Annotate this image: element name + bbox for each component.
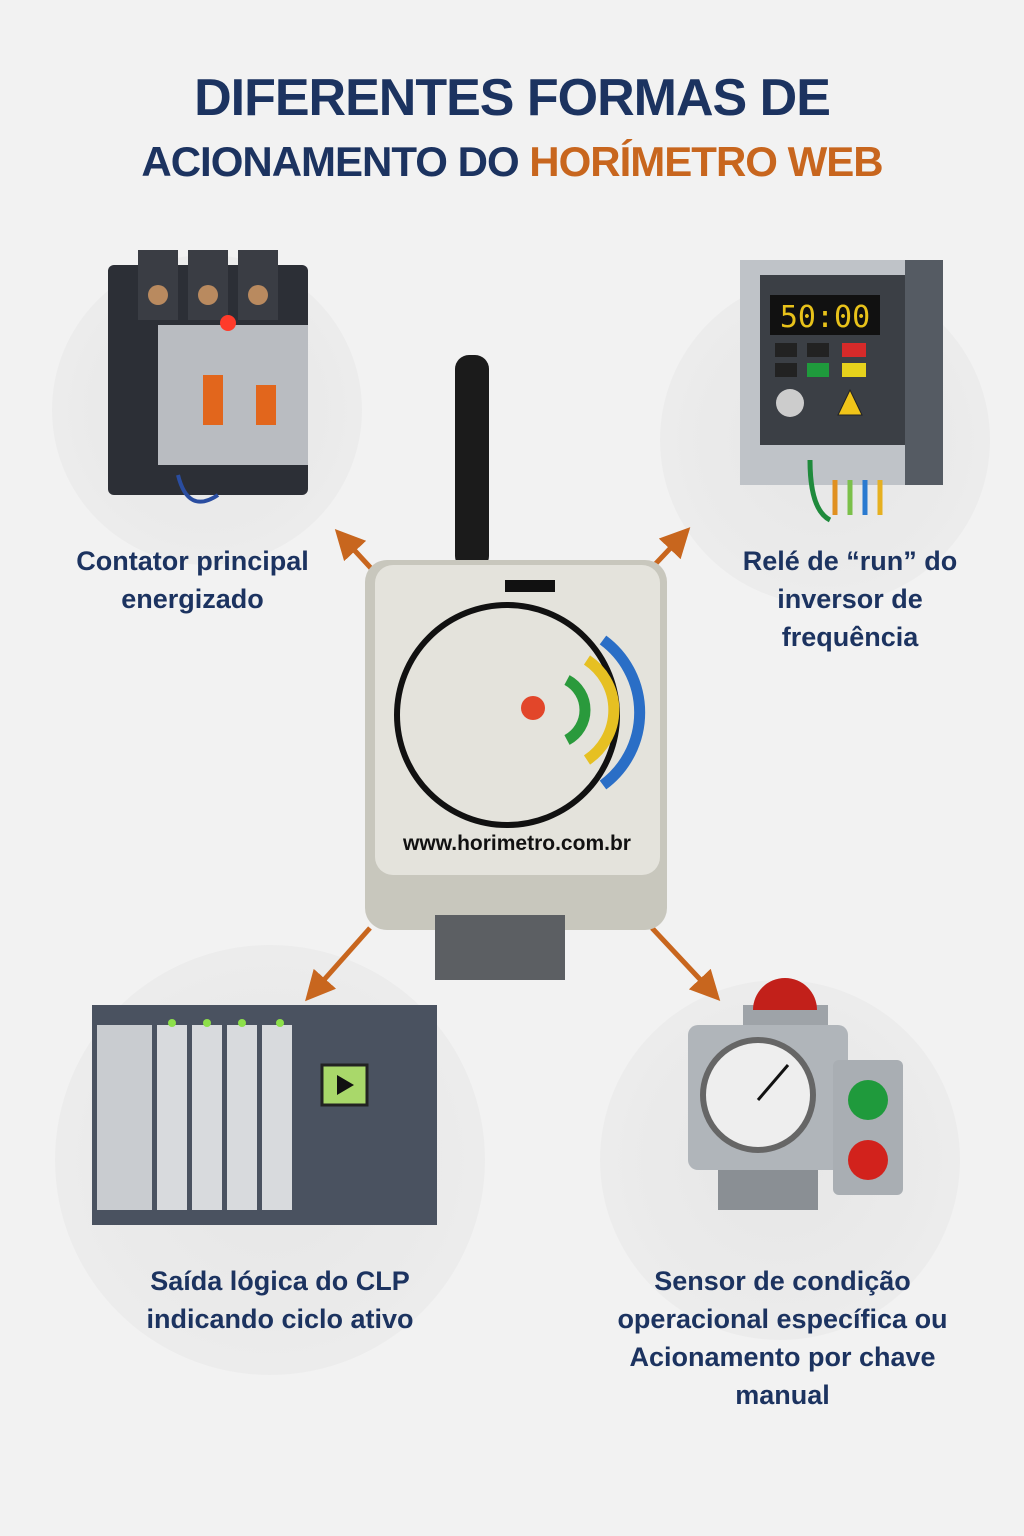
title-line-2: ACIONAMENTO DO HORÍMETRO WEB: [0, 138, 1024, 186]
device-url: www.horimetro.com.br: [402, 832, 631, 855]
title-accent: HORÍMETRO WEB: [529, 138, 883, 185]
horimetro-device: www.horimetro.com.br: [365, 355, 667, 980]
label-sensor-switch: Sensor de condição operacional específic…: [617, 1266, 948, 1410]
title-line-1: DIFERENTES FORMAS DE: [194, 69, 831, 127]
sensor-image: [688, 978, 903, 1210]
inverter-image: 50:00: [740, 260, 943, 523]
label-plc-output: Saída lógica do CLP indicando ciclo ativ…: [146, 1266, 414, 1334]
inverter-display: 50:00: [780, 300, 870, 335]
contactor-image: [108, 250, 308, 504]
plc-image: [92, 1005, 437, 1225]
label-inverter-relay: Relé de “run” do inversor de frequência: [742, 546, 958, 652]
arrow-to-plc: [305, 926, 372, 1002]
arrow-to-sensor: [650, 926, 721, 1001]
label-contactor: Contator principal energizado: [76, 546, 309, 614]
title-prefix: ACIONAMENTO DO: [141, 138, 519, 185]
